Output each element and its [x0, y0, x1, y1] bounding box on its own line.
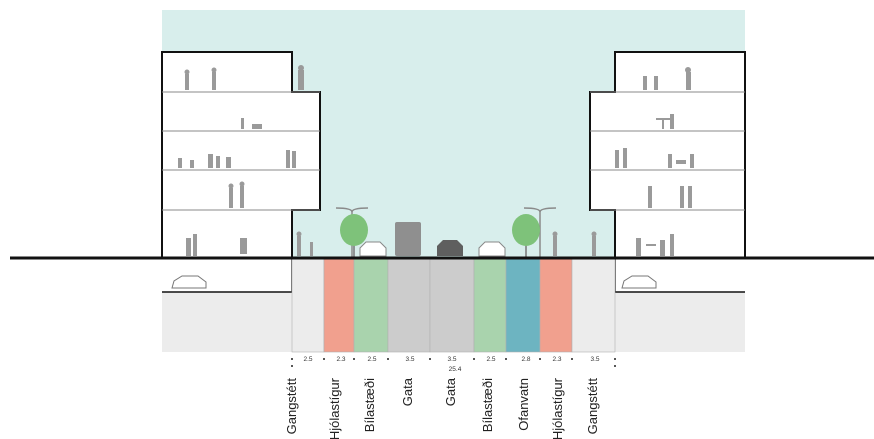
lane-width-label: 3.5 — [590, 356, 599, 363]
lane-label: Bílastæði — [362, 378, 377, 432]
street-lamp-right — [523, 207, 557, 258]
dimension-tick — [539, 358, 541, 360]
lane-band-bike — [323, 257, 355, 353]
dimension-tick — [614, 365, 616, 367]
lane-band-road — [387, 257, 431, 353]
car-driving — [437, 240, 463, 256]
lane-band-parking — [473, 257, 507, 353]
dimension-tick — [353, 358, 355, 360]
lane-bands — [291, 257, 616, 353]
dimension-tick — [614, 358, 616, 360]
lane-width-label: 2.3 — [552, 356, 561, 363]
lane-width-label: 3.5 — [447, 356, 456, 363]
lane-label: Gata — [443, 377, 458, 406]
dimension-tick — [571, 358, 573, 360]
dimension-tick — [505, 358, 507, 360]
people-figures-left — [178, 65, 313, 256]
lane-band-road — [429, 257, 475, 353]
dimension-tick — [429, 358, 431, 360]
lane-band-bike — [539, 257, 573, 353]
bus — [395, 222, 421, 256]
lane-width-label: 3.5 — [405, 356, 414, 363]
right-building — [589, 51, 746, 259]
total-width-label: 25.4 — [449, 366, 462, 373]
dimension-tick — [291, 358, 293, 360]
dimension-tick — [387, 358, 389, 360]
lane-label: Hjólastígur — [550, 377, 565, 439]
dimension-tick — [291, 365, 293, 367]
lane-label: Ofanvatn — [516, 378, 531, 431]
dimension-tick — [473, 358, 475, 360]
lane-label: Bílastæði — [480, 378, 495, 432]
lane-label: Hjólastígur — [327, 377, 342, 439]
parked-car-left — [359, 241, 387, 257]
lane-width-label: 2.5 — [303, 356, 312, 363]
lane-label: Gangstétt — [284, 378, 299, 435]
lane-label: Gangstétt — [585, 378, 600, 435]
lane-label-row: Gangstétt Hjólastígur Bílastæði Gata Gata Bíl… — [284, 377, 600, 439]
tree-right — [512, 214, 540, 258]
lane-band-walk — [571, 257, 616, 353]
lane-label: Gata — [400, 377, 415, 406]
people-figures-right — [552, 67, 694, 256]
lane-width-label: 2.3 — [336, 356, 345, 363]
lane-width-label: 2.5 — [367, 356, 376, 363]
lane-band-parking — [353, 257, 389, 353]
dimension-tick — [323, 358, 325, 360]
lane-width-label: 2.5 — [486, 356, 495, 363]
parked-car-right — [478, 241, 506, 257]
lane-band-walk — [291, 257, 325, 353]
dimension-row: 2.5 2.3 2.5 3.5 3.5 2.5 2.8 2.3 3.5 — [291, 356, 616, 367]
lane-width-label: 2.8 — [521, 356, 530, 363]
lane-band-water — [505, 257, 541, 353]
tree-left — [340, 214, 368, 258]
